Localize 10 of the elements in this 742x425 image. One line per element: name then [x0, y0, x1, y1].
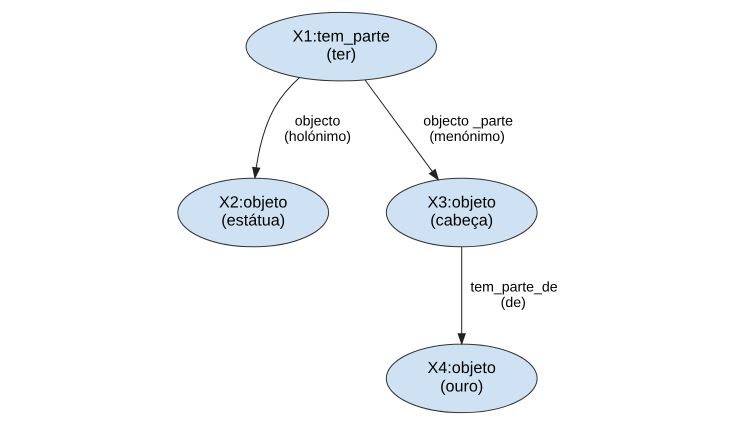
arrow: [457, 247, 466, 346]
node-ellipse: X4:objeto (ouro): [386, 344, 538, 414]
node-ellipse: X3:objeto (cabeça): [386, 178, 538, 248]
node-ellipse: X2:objeto (estátua): [177, 178, 330, 248]
edge-label: objecto (holónimo): [284, 114, 351, 145]
arrow: [252, 77, 300, 180]
edge-label: tem_parte_de (de): [470, 280, 558, 311]
node-ellipse: X1:tem_parte (ter): [246, 12, 437, 82]
arrow: [364, 80, 440, 181]
edge-label: objecto _parte (menónimo): [423, 114, 513, 145]
